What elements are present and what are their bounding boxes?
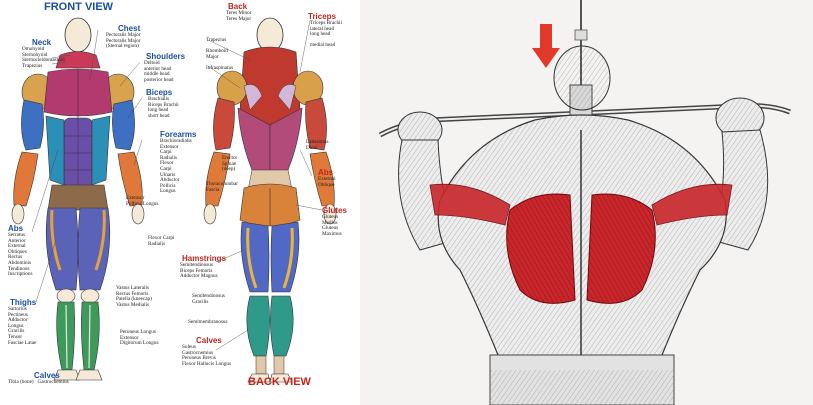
biceps-items: Brachialis Biceps Brachii long head shor…	[148, 96, 179, 119]
glutes-group-title: Glutes	[322, 206, 347, 215]
back-abs-group-title: Abs	[318, 168, 334, 177]
shoulders-group-title: Shoulders	[146, 52, 186, 61]
back-view-title: BACK VIEW	[248, 376, 311, 388]
back-items-d: Erector Spinae (deep)	[222, 155, 238, 173]
lat-pulldown-drawing	[378, 0, 791, 405]
thighs-items-b: Vastus Lateralis Rectus Femoris Patella …	[116, 285, 152, 308]
back-abs-items: External Oblique	[318, 176, 336, 188]
calves-items-b: Peroneus Longus Extensor Digitorum Longu…	[120, 329, 159, 347]
biceps-group-title: Biceps	[146, 88, 173, 97]
shoulders-items: Deltoid anterior head middle head poster…	[144, 60, 174, 83]
neck-group-title: Neck	[32, 38, 52, 47]
down-arrow-icon	[532, 24, 560, 68]
abs-items: Serratus Anterior External Obliques Rect…	[8, 232, 33, 278]
hamstrings-items-c: Semimembranosus	[188, 319, 228, 325]
thighs-items-a: Sartorius Pectineus Adductor Longus Grac…	[8, 306, 37, 346]
back-calves-items: Soleus Gastrocnemius Peroneus Brevis Fle…	[182, 344, 231, 367]
glutes-items: Gluteus Medius Gluteus Maximus	[322, 214, 342, 237]
leader-lines	[31, 19, 323, 351]
back-items-a: Teres Minor Teres Major	[226, 10, 252, 22]
calves-group-title: Calves	[34, 371, 60, 380]
hamstrings-items-b: Semitendinosus Gracilis	[192, 293, 225, 305]
lat-pulldown-illustration	[360, 0, 813, 405]
chest-group-title: Chest	[118, 24, 141, 33]
anatomy-chart: FRONT VIEW BACK VIEW Neck Omohyoid Stern…	[0, 0, 360, 405]
neck-items: Omohyoid Sternohyoid Sternocleidomastoid…	[22, 46, 65, 69]
back-group-title: Back	[228, 2, 248, 11]
front-figure	[11, 17, 145, 381]
abs-group-title: Abs	[8, 224, 24, 233]
forearms-group-title: Forearms	[160, 130, 197, 139]
back-calves-group-title: Calves	[196, 336, 222, 345]
front-view-title: FRONT VIEW	[44, 1, 114, 13]
thighs-group-title: Thighs	[10, 298, 37, 307]
hamstrings-items-a: Semitendinosus Biceps Femoris Adductor M…	[180, 262, 218, 280]
calves-items-a: Tibia (bone) Gastrocnemius	[8, 379, 69, 385]
triceps-items: Triceps Brachii lateral head long head m…	[310, 20, 342, 49]
back-items-b: Trapezius Rhomboid Major Infraspinatus	[206, 37, 234, 71]
triceps-group-title: Triceps	[308, 12, 337, 21]
back-figure	[203, 17, 337, 383]
back-items-e: Thoracolumbar Fascia	[206, 181, 238, 193]
hamstrings-group-title: Hamstrings	[182, 254, 227, 263]
forearms-items-c: Flexor Carpi Radialis	[148, 235, 175, 247]
anatomy-illustration	[11, 17, 337, 383]
chest-items: Pectoralis Major Pectoralis Major (Stern…	[106, 32, 141, 50]
forearms-items-a: Brachioradialis Extensor Carpi Radialis …	[160, 138, 192, 195]
forearms-items-b: Extensor Pollicis Longus	[126, 195, 159, 207]
back-items-c: Latissimus Dorsi	[306, 139, 329, 151]
